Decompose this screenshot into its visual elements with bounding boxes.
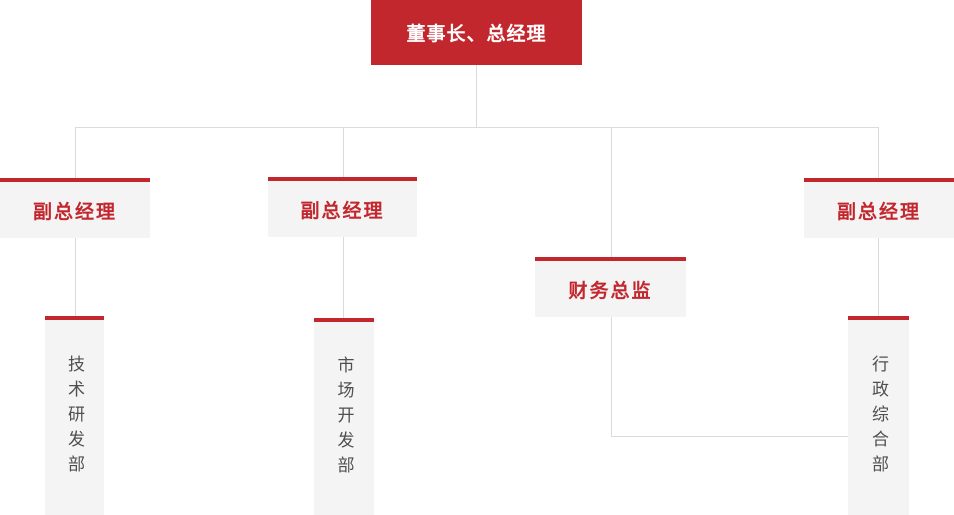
- node-vice-general-manager-2: 副总经理: [268, 177, 417, 237]
- connector-finance-director-to-admin: [611, 436, 848, 437]
- node-dept-market-dev: 市场开发部: [314, 318, 374, 515]
- node-label: 市场开发部: [334, 356, 354, 481]
- node-label: 行政综合部: [869, 355, 888, 480]
- connector-vice-gm-2-to-market-dev: [343, 237, 344, 318]
- node-dept-tech-rd: 技术研发部: [45, 316, 104, 515]
- node-label: 技术研发部: [65, 355, 84, 480]
- connector-root-drop: [476, 65, 477, 127]
- node-label: 财务总监: [568, 280, 653, 302]
- node-label: 董事长、总经理: [406, 24, 547, 45]
- connector-vice-gm-3-to-admin: [878, 238, 879, 316]
- connector-drop-finance-director: [611, 127, 612, 257]
- node-dept-admin-general: 行政综合部: [848, 316, 909, 515]
- node-vice-general-manager-1: 副总经理: [0, 178, 150, 238]
- connector-vice-gm-1-to-tech-rd: [75, 238, 76, 316]
- connector-main-horizontal: [75, 127, 879, 128]
- node-vice-general-manager-3: 副总经理: [804, 178, 954, 238]
- connector-drop-vice-gm-1: [75, 127, 76, 178]
- connector-finance-director-down: [611, 317, 612, 437]
- connector-drop-vice-gm-2: [343, 127, 344, 177]
- node-label: 副总经理: [300, 200, 385, 222]
- node-label: 副总经理: [836, 201, 921, 223]
- node-finance-director: 财务总监: [535, 257, 686, 317]
- connector-drop-vice-gm-3: [878, 127, 879, 178]
- node-label: 副总经理: [32, 201, 117, 223]
- node-chairman-general-manager: 董事长、总经理: [371, 0, 582, 65]
